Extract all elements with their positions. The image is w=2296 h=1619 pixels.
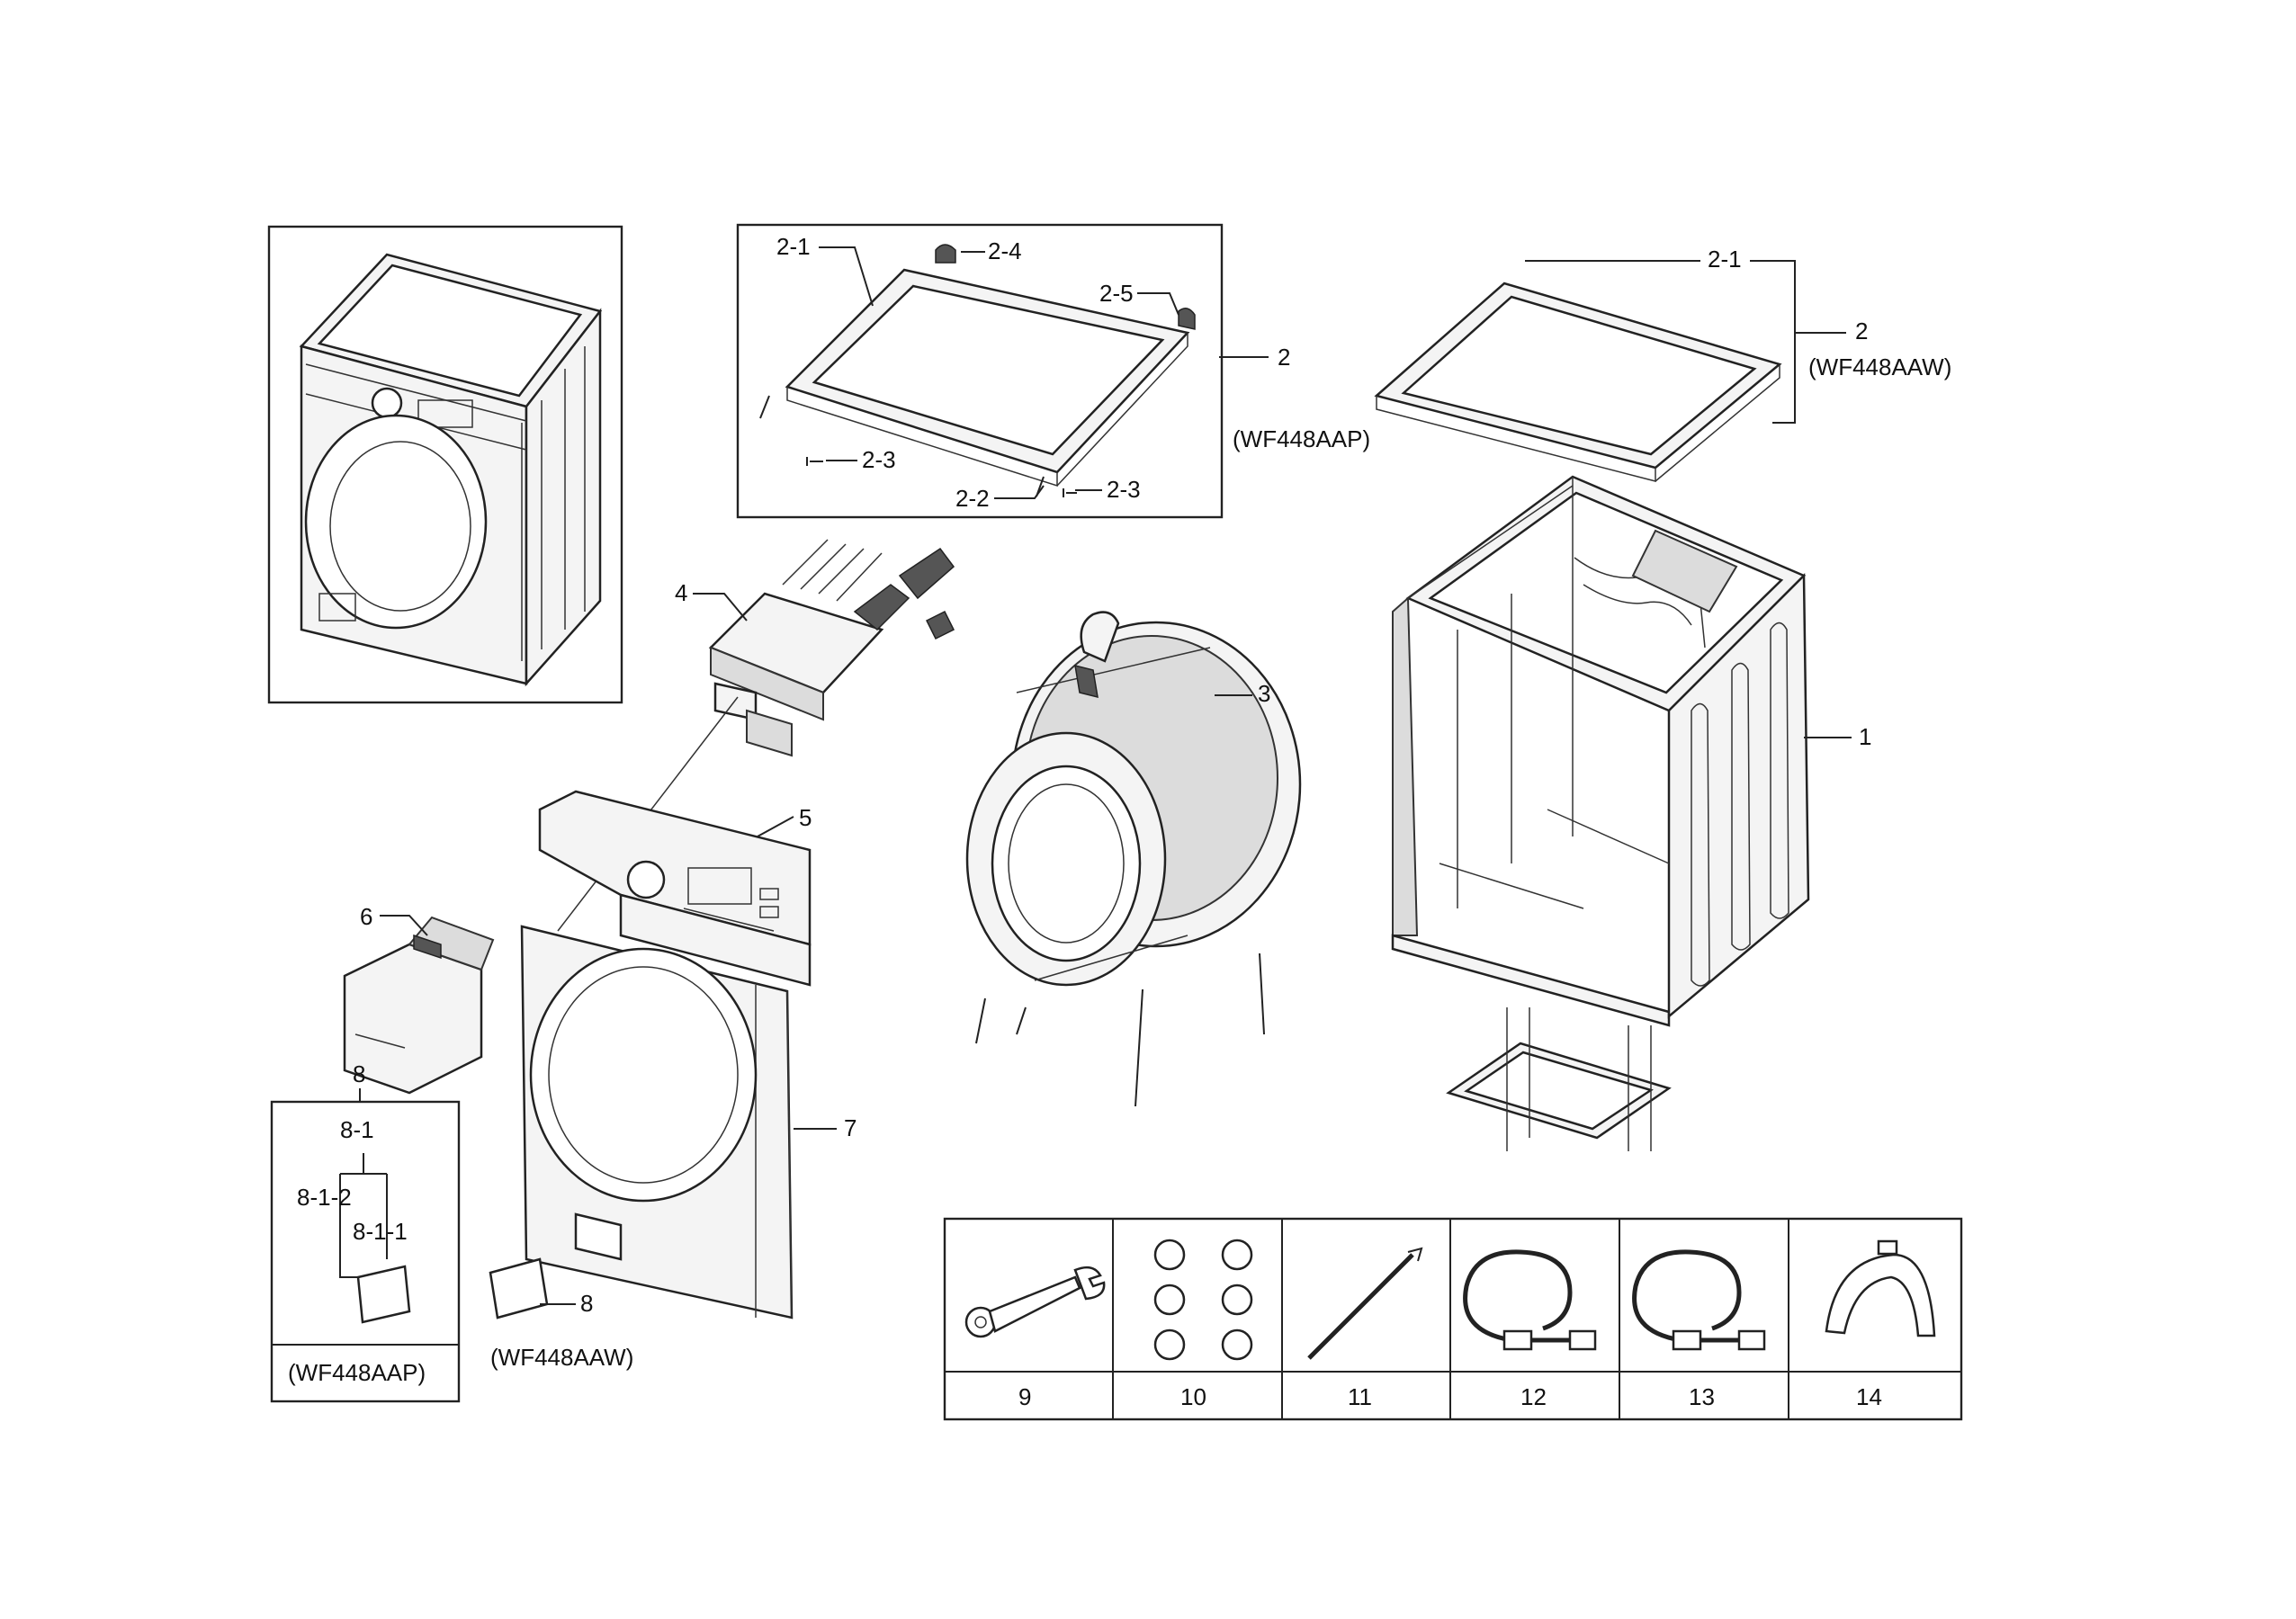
label-7: 7 xyxy=(844,1114,857,1141)
model-label-aap-bottom: (WF448AAP) xyxy=(288,1359,426,1386)
accessory-label-12: 12 xyxy=(1520,1383,1547,1410)
hose-guide-icon xyxy=(1825,1239,1936,1337)
model-label-aap-top: (WF448AAP) xyxy=(1233,425,1370,452)
cabinet xyxy=(1391,475,1810,1151)
accessory-label-13: 13 xyxy=(1689,1383,1715,1410)
label-8-1-2: 8-1-2 xyxy=(297,1184,352,1211)
model-label-aaw-top: (WF448AAW) xyxy=(1808,353,1951,380)
model-label-aaw-bottom: (WF448AAW) xyxy=(490,1344,633,1371)
label-1: 1 xyxy=(1859,723,1871,750)
accessories-table: 9 10 11 12 13 14 xyxy=(943,1217,1963,1421)
label-2-3-a: 2-3 xyxy=(862,446,896,473)
label-4: 4 xyxy=(675,579,687,606)
label-6: 6 xyxy=(360,903,372,930)
label-2-aaw: 2 xyxy=(1855,318,1868,344)
label-8-1: 8-1 xyxy=(340,1116,374,1143)
cable-tie-icon xyxy=(1307,1247,1423,1360)
accessory-label-9: 9 xyxy=(1018,1383,1031,1410)
top-cover-aap-panel xyxy=(736,223,1224,519)
dispenser-housing xyxy=(708,539,955,757)
filter-cover-aaw xyxy=(489,1257,549,1319)
label-2-aap: 2 xyxy=(1278,344,1290,371)
accessory-label-14: 14 xyxy=(1856,1383,1882,1410)
front-panel xyxy=(520,925,794,1319)
label-8-aap: 8 xyxy=(353,1060,365,1087)
water-hose-icon xyxy=(1632,1249,1766,1351)
water-hose-icon xyxy=(1463,1249,1597,1351)
label-2-1-aaw: 2-1 xyxy=(1708,246,1742,273)
tub-assembly xyxy=(965,611,1302,1107)
label-3: 3 xyxy=(1258,680,1270,707)
label-2-4: 2-4 xyxy=(988,237,1022,264)
label-2-1-aap: 2-1 xyxy=(776,233,811,260)
label-2-2: 2-2 xyxy=(955,485,990,512)
filter-cover-aap-panel xyxy=(270,1100,461,1403)
label-5: 5 xyxy=(799,804,812,831)
washer-overview-panel xyxy=(267,225,623,704)
accessory-label-11: 11 xyxy=(1348,1383,1372,1410)
label-8-aaw: 8 xyxy=(580,1290,593,1317)
accessory-label-10: 10 xyxy=(1180,1383,1206,1410)
label-8-1-1: 8-1-1 xyxy=(353,1218,408,1245)
detergent-drawer xyxy=(343,916,495,1095)
control-panel xyxy=(538,790,812,987)
caps-icon xyxy=(1153,1239,1253,1361)
wrench-icon xyxy=(964,1266,1106,1338)
top-cover-aaw xyxy=(1374,282,1782,482)
label-2-5: 2-5 xyxy=(1099,280,1134,307)
label-2-3-b: 2-3 xyxy=(1107,476,1141,503)
